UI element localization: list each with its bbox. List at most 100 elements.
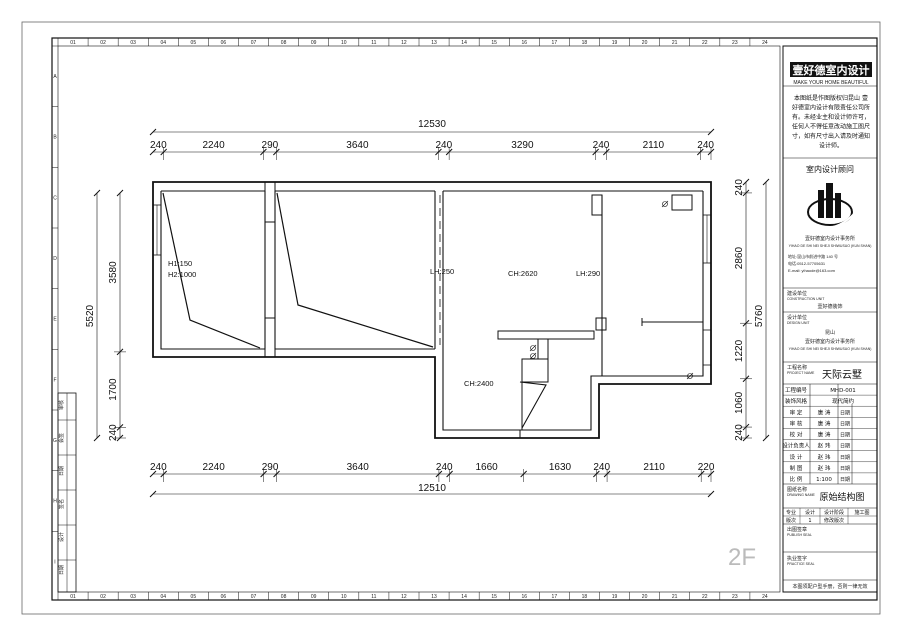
border-number: 21 [672,40,678,46]
dimension-label: 240 [593,462,610,473]
dimension-label: 1700 [108,378,119,401]
row-value: MHD-001 [830,388,856,394]
label-ch2400: CH:2400 [464,379,494,388]
dimension-label: 240 [108,424,119,441]
publish-stamp-label: 出图签章 [787,526,807,533]
slope-line-room1 [162,192,261,349]
border-number: 07 [251,594,257,600]
border-number: 04 [160,594,166,600]
border-letter: G [53,438,57,444]
row-label: 制 图 [790,464,803,472]
stage-cell: 施工图 [854,509,869,516]
border-number: 11 [371,594,376,600]
border-number: 18 [582,594,588,600]
dimension-label: 2110 [643,462,665,473]
dimension-labels: 12530 240 2240 290 3640 240 3290 240 2110 240 1251… [85,119,765,494]
dimension-label: 240 [593,140,610,151]
project-name-label-en: PROJECT NAME [787,371,815,375]
border-number: 07 [251,40,257,46]
dimension-label: 2240 [202,140,225,151]
dimension-overall-bottom: 12510 [418,483,446,494]
floor-plan [152,181,712,439]
border-number: 02 [100,594,106,600]
border-number: 20 [642,40,648,46]
stage-cell: 专业 [786,509,796,516]
border-number: 09 [311,594,317,600]
drawing-name: 原始结构图 [819,491,864,503]
pipe-symbol [530,353,536,359]
row-label: 比 例 [790,475,803,483]
border-number: 13 [431,40,437,46]
dimension-label: 240 [150,140,167,151]
paper-border [21,21,881,615]
design-unit-city: 昆山 [825,329,835,336]
border-number: 08 [281,594,287,600]
consultant-title: 室内设计顾问 [806,164,854,174]
company-logo: 壹好德室内设计 [793,63,870,77]
border-number: 17 [552,594,558,600]
dimension-overall-top: 12530 [418,119,446,130]
stamp-label: 设计 [58,532,65,542]
design-unit-label: 设计单位 [787,314,807,321]
row-label: 工程编号 [785,386,808,394]
dimension-label: 3580 [108,261,119,284]
notice-line: 任何人不得任意改动施工图尺 [792,123,870,131]
address: 地址:昆山市前进中路 140 号电话:0512-57705631E-mail: … [788,253,838,273]
notice-line: 本图纸是作图版权归昆山 壹 [794,94,868,102]
footer-note: 本图须配户型手册，否则一律无效 [792,583,867,590]
stamp-label: 日期 [59,565,65,575]
dimension-label: 290 [262,462,279,473]
row-value: 唐 涛 [818,431,831,439]
row-value: 现代简约 [832,397,855,405]
dimension-label: 240 [436,462,453,473]
dimension-label: 240 [734,179,745,196]
row-label: 装饰风格 [785,397,808,405]
notice-line: 有。未经业主和设计师许可， [792,113,870,121]
row-label: 审 定 [790,408,803,416]
border-number: 18 [582,40,588,46]
design-unit-value-en: YIHAO DE SHI NEI SHEJI SHIWUSUO (KUN SHA… [789,347,872,351]
border-number: 05 [191,594,197,600]
dimension-label: 1660 [476,462,499,473]
row-value: 唐 涛 [818,419,831,427]
row-value: 唐 涛 [818,408,831,416]
border-letter: A [53,74,57,80]
border-number: 14 [461,40,467,46]
pipe-symbol [687,373,693,379]
dimension-lines [96,131,767,495]
border-number: 22 [702,40,708,46]
dimension-label: 1630 [549,462,572,473]
border-number: 24 [762,40,768,46]
dimension-label: 240 [150,462,167,473]
dimension-label: 240 [734,424,745,441]
stage-row: 专业设计设计阶段施工图 [786,509,870,516]
dimension-label: 290 [262,140,279,151]
border-number: 24 [762,594,768,600]
design-unit-value: 壹好德室内设计事务所 [805,338,855,345]
border-number: 02 [100,40,106,46]
consultant-name-en: YIHAO DE SHI NEI SHEJI SHIWUSUO (KUN SHA… [789,244,872,248]
border-number: 23 [732,594,738,600]
dimension-label: 3290 [511,140,534,151]
border-number: 13 [431,594,437,600]
dimension-label: 3640 [347,462,370,473]
consultant-name: 壹好德室内设计事务所 [805,235,855,242]
stamp-label: 审核 [58,400,65,410]
border-number: 20 [642,594,648,600]
border-number: 15 [491,594,497,600]
dimension-label: 1060 [734,391,745,414]
row-label: 审 核 [790,419,803,427]
company-logo-bg [790,62,872,77]
border-number: 19 [612,40,618,46]
border-number: 06 [221,594,227,600]
pipe-symbol [530,345,536,351]
border-letter: I [54,559,55,565]
construction-unit-label-en: CONSTRUCTION UNIT [787,297,825,301]
border-number: 10 [341,594,347,600]
project-name-label: 工程名称 [787,364,807,371]
border-letter: E [53,317,57,323]
company-subtitle: MAKE YOUR HOME BEAUTIFUL [793,80,868,86]
